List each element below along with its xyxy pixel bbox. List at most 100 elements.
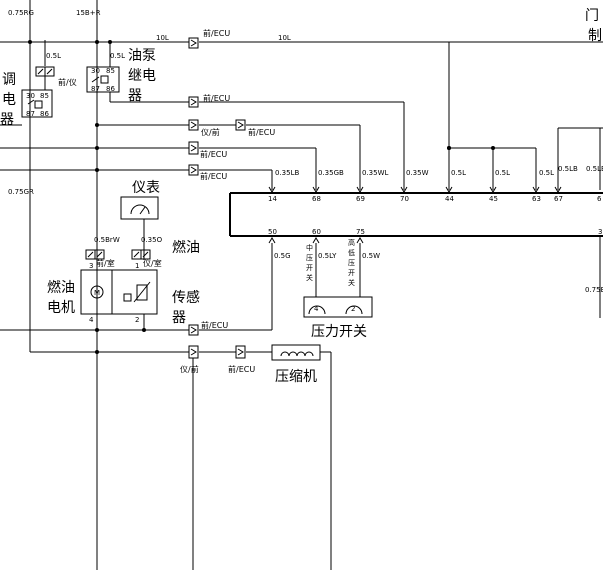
ecu-wire-label: 0.35GB — [318, 169, 344, 177]
connector-arrow — [190, 348, 197, 356]
hl-pressure-label-4: 开 — [348, 269, 355, 277]
ecu-pin: 14 — [268, 195, 277, 203]
fuel-sensor-pin-2: 2 — [135, 316, 139, 324]
sensor-wiper-icon — [133, 281, 151, 303]
connector-arrow — [190, 326, 197, 334]
fuel-sensor-pin-1: 1 — [135, 262, 139, 270]
ecu-pin: 70 — [400, 195, 409, 203]
fuel-sensor-conn: 仪/室 — [143, 258, 162, 268]
pressure-gauge-icon — [308, 305, 326, 315]
fuel-relay-name-1: 油泵 — [128, 48, 156, 64]
pin-arrow — [532, 186, 540, 193]
relay-coil-icon — [34, 100, 43, 109]
fuel-sensor-name-3: 器 — [172, 310, 186, 326]
pressure-gauge-icon — [345, 305, 363, 315]
relay-coil-icon — [100, 75, 109, 84]
pin-arrow — [268, 237, 276, 244]
ecu-wire-label: 0.35LB — [275, 169, 299, 177]
ecu-pin: 45 — [489, 195, 498, 203]
fuel-motor-name-2: 电机 — [47, 300, 75, 316]
connector-arrow — [190, 121, 197, 129]
fuel-relay-pin-87: 87 — [91, 85, 100, 93]
connector-c9 — [235, 345, 246, 359]
wire-label-10l-b: 10L — [278, 34, 291, 42]
label-control: 制 — [588, 28, 602, 44]
connector-arrow — [190, 98, 197, 106]
compressor-box — [271, 344, 321, 361]
connector-c5-label: 前/ECU — [200, 149, 227, 159]
pressure-switch-box — [303, 296, 373, 318]
fuel-relay-wire-05l: 0.5L — [110, 52, 125, 60]
ecu-pin: 60 — [312, 228, 321, 236]
mid-pressure-label-4: 关 — [306, 273, 313, 282]
connector-c4 — [235, 119, 246, 131]
ecu-wire-label: 0.5W — [362, 252, 380, 260]
pin-arrow — [268, 186, 276, 193]
fuel-gauge-icon — [130, 204, 150, 215]
ac-relay-name-1: 调 — [2, 72, 16, 88]
meter-title: 仪表 — [132, 180, 160, 196]
fuel-sensor-name-1: 燃油 — [172, 239, 200, 256]
ecu-pin: 50 — [268, 228, 277, 236]
wire-label-05brw: 0.5BrW — [94, 236, 120, 244]
connector-c4-label: 前/ECU — [248, 127, 275, 137]
ecu-pin: 63 — [532, 195, 541, 203]
hl-pressure-label-1: 高 — [348, 238, 355, 247]
ac-relay-name-3: 器 — [0, 112, 14, 128]
junction-dot — [95, 328, 99, 332]
wire-label-075gr: 0.75GR — [8, 188, 34, 196]
wire-label-075rg: 0.75RG — [8, 9, 34, 17]
ecu-wire-label: 0.5L — [495, 169, 510, 177]
junction-dot — [95, 123, 99, 127]
ac-relay-wire-05l: 0.5L — [46, 52, 61, 60]
ecu-pin: 3 — [598, 228, 602, 236]
ecu-top-pins: 0.35LB 0.35GB 0.35WL 0.35W 0.5L 0.5L 0.5… — [268, 165, 603, 203]
ac-relay-pin-86: 86 — [40, 110, 49, 118]
ac-relay-connector-b — [44, 66, 55, 77]
junction-dot — [28, 40, 32, 44]
ecu-pin: 67 — [554, 195, 563, 203]
pin-arrow — [554, 186, 562, 193]
ecu-pin: 69 — [356, 195, 365, 203]
ac-relay-box — [21, 89, 53, 118]
fuel-relay-pin-30: 30 — [91, 67, 100, 75]
ecu-bottom-pins: 50 60 75 3 0.5G 0.5LY 0.5W 0.75B — [268, 228, 603, 294]
relay-switch-icon — [27, 99, 35, 105]
connector-c2 — [188, 96, 199, 108]
mid-pressure-label-1: 中 — [306, 243, 313, 252]
fuel-connector-a2 — [94, 249, 105, 260]
ecu-pin: 44 — [445, 195, 454, 203]
ecu-wire-label: 0.5G — [274, 252, 291, 260]
connector-arrow — [37, 68, 53, 75]
gauge-needle — [139, 206, 146, 215]
connector-arrow — [87, 251, 149, 258]
mid-pressure-label-3: 开 — [306, 264, 313, 272]
label-door: 门 — [585, 8, 599, 24]
mid-pressure-label-2: 压 — [306, 254, 313, 262]
connector-arrow — [237, 121, 244, 129]
ecu-wire-label: 0.75B — [585, 286, 603, 294]
pin-arrow — [312, 237, 320, 244]
hl-pressure-label-2: 低 — [348, 248, 355, 257]
sensor-resistor-icon — [136, 284, 148, 301]
ac-relay-pin-85: 85 — [40, 92, 49, 100]
compressor-title: 压缩机 — [275, 369, 317, 385]
motor-icon — [90, 285, 104, 299]
pin-arrow — [312, 186, 320, 193]
ecu-wire-label: 0.5L — [539, 169, 554, 177]
wire-label-10l-a: 10L — [156, 34, 169, 42]
connector-c5 — [188, 141, 199, 155]
meter-box — [120, 196, 159, 220]
ecu-wire-label: 0.35W — [406, 169, 429, 177]
connector-c7-label: 前/ECU — [201, 320, 228, 330]
fuel-tank-module-box — [80, 269, 158, 315]
pin-arrow — [445, 186, 453, 193]
connector-c1 — [188, 37, 199, 49]
hl-pressure-label-5: 关 — [348, 278, 355, 287]
pin-arrow — [489, 186, 497, 193]
ac-relay-pin-30: 30 — [26, 92, 35, 100]
ecu-wire-label: 0.35WL — [362, 169, 389, 177]
wire-label-035o: 0.35O — [141, 236, 163, 244]
